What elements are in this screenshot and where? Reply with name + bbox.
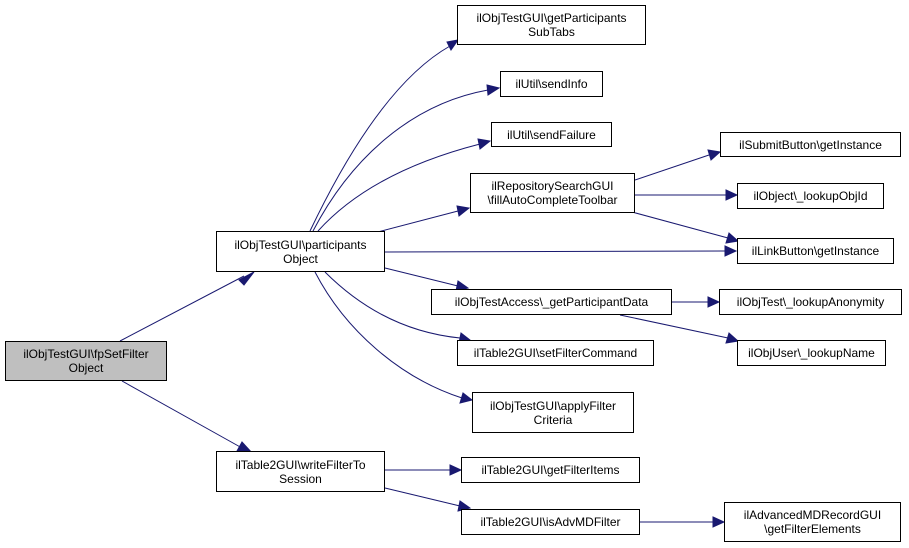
edge-root-to-writefilter: [121, 380, 255, 455]
arrowhead: [707, 149, 722, 161]
node-linkbutton-getinstance[interactable]: ilLinkButton\getInstance: [737, 238, 894, 264]
arrowhead: [459, 392, 474, 404]
edge-participants-to-linkbutton: [384, 245, 738, 257]
edge-participants-to-applyfilter: [314, 271, 474, 404]
node-root-fpsetfilterobject: ilObjTestGUI\fpSetFilter Object: [5, 341, 167, 381]
node-setfiltercommand[interactable]: ilTable2GUI\setFilterCommand: [457, 340, 654, 366]
edge-line: [634, 154, 710, 181]
edge-isadvmd-to-advmdrecord: [640, 516, 726, 528]
arrowhead: [725, 189, 739, 201]
edge-writefilter-to-isadvmd: [384, 487, 472, 512]
node-lookupanonymity[interactable]: ilObjTest\_lookupAnonymity: [719, 289, 902, 315]
node-isadvmdfilter[interactable]: ilTable2GUI\isAdvMDFilter: [461, 509, 640, 535]
edge-reposearch-to-linkbutton: [631, 211, 740, 244]
node-sendinfo[interactable]: ilUtil\sendInfo: [500, 71, 603, 97]
node-participantsobject[interactable]: ilObjTestGUI\participants Object: [216, 231, 385, 272]
arrowhead: [725, 332, 740, 344]
arrowhead: [446, 39, 460, 51]
arrowhead: [712, 516, 726, 528]
arrowhead: [486, 84, 501, 96]
edge-line: [384, 487, 461, 507]
node-fillautocompletetoolbar[interactable]: ilRepositorySearchGUI \fillAutoCompleteT…: [470, 173, 635, 213]
node-lookupobjid[interactable]: ilObject\_lookupObjId: [737, 183, 884, 209]
edge-reposearch-to-submitbutton: [634, 149, 722, 181]
arrowhead: [449, 464, 463, 476]
node-getfilteritems[interactable]: ilTable2GUI\getFilterItems: [461, 457, 640, 483]
edge-participantdata-to-lookupanonymity: [672, 296, 721, 308]
arrowhead: [725, 232, 740, 244]
arrowhead: [238, 271, 255, 286]
arrowhead: [724, 245, 738, 257]
edge-line: [369, 210, 459, 235]
edge-line: [384, 250, 726, 253]
arrowhead: [456, 205, 471, 217]
arrowhead: [707, 296, 721, 308]
edge-line: [324, 271, 461, 339]
node-submitbutton-getinstance[interactable]: ilSubmitButton\getInstance: [720, 132, 901, 157]
edge-participants-to-sendinfo: [312, 84, 501, 232]
edge-root-to-participants: [119, 271, 255, 342]
node-getparticipantssubtabs[interactable]: ilObjTestGUI\getParticipants SubTabs: [457, 5, 646, 45]
node-sendfailure[interactable]: ilUtil\sendFailure: [491, 122, 612, 147]
edge-line: [121, 380, 243, 449]
edge-line: [314, 271, 463, 399]
edge-line: [631, 211, 729, 239]
edge-participants-to-participantdata: [384, 267, 470, 292]
edge-line: [312, 89, 489, 232]
edge-line: [384, 267, 459, 287]
edge-line: [317, 143, 481, 232]
node-lookupname[interactable]: ilObjUser\_lookupName: [737, 340, 886, 366]
edge-participants-to-reposearch: [369, 205, 471, 235]
node-getparticipantdata[interactable]: ilObjTestAccess\_getParticipantData: [431, 289, 672, 315]
edge-reposearch-to-lookupobjid: [635, 189, 739, 201]
edge-participantdata-to-lookupname: [619, 314, 740, 344]
edge-line: [119, 275, 245, 342]
edge-participants-to-getsubtabs: [309, 39, 460, 232]
arrowhead: [477, 138, 492, 150]
edge-line: [309, 45, 451, 232]
edge-participants-to-sendfailure: [317, 138, 492, 232]
edge-line: [619, 314, 729, 339]
node-advancedmdrecord-getfilterelements[interactable]: ilAdvancedMDRecordGUI \getFilterElements: [724, 502, 901, 542]
node-writefiltertosession[interactable]: ilTable2GUI\writeFilterTo Session: [216, 451, 385, 492]
edge-writefilter-to-getfilteritems: [385, 464, 463, 476]
node-applyfiltercriteria[interactable]: ilObjTestGUI\applyFilter Criteria: [472, 392, 634, 433]
